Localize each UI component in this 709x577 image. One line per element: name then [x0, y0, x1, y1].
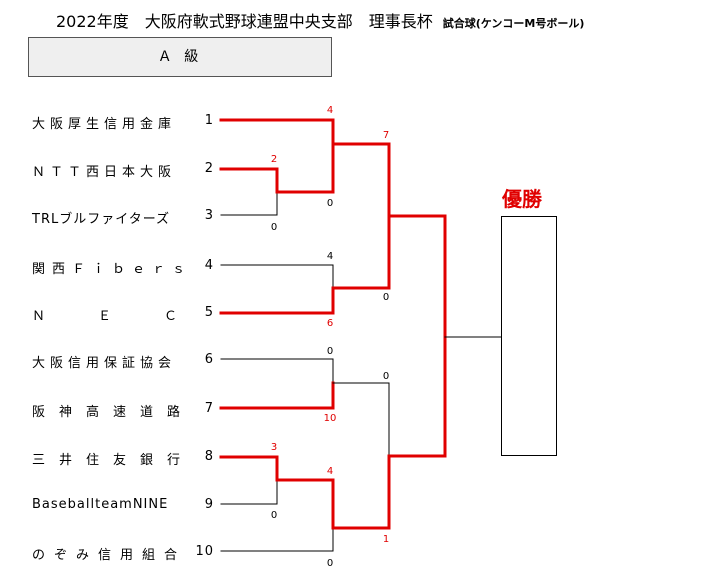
team-name: 大阪厚生信用金庫	[32, 117, 177, 132]
team-number: 8	[204, 449, 214, 464]
bracket-line-final-bot	[387, 335, 447, 458]
bracket-line-final-top	[387, 214, 447, 339]
title-subtitle: 試合球(ケンコーM号ボール)	[442, 17, 585, 30]
score: 0	[383, 371, 389, 382]
team-number: 9	[204, 497, 214, 512]
team-name: TRLブルファイターズ	[32, 212, 171, 227]
bracket-line-semi1-top	[331, 142, 391, 218]
bracket-line-team2	[219, 167, 279, 194]
bracket-line-semi2-top	[332, 382, 390, 457]
bracket-line-2-3-winner	[275, 142, 335, 194]
page-title: 2022年度 大阪府軟式野球連盟中央支部 理事長杯試合球(ケンコーM号ボール)	[56, 8, 584, 32]
score: 0	[271, 222, 277, 233]
bracket-line-team9	[220, 479, 278, 505]
team-name: 三井住友銀行	[32, 453, 195, 468]
bracket-line-team4	[220, 264, 334, 289]
score: 3	[271, 442, 277, 453]
score: 4	[327, 466, 333, 477]
score: 0	[327, 558, 333, 569]
champion-label: 優勝	[502, 187, 542, 211]
team-number: 3	[204, 208, 214, 223]
team-name: 関西Ｆｉｂｅｒｓ	[32, 262, 193, 277]
team-number: 5	[204, 305, 214, 320]
champion-box	[501, 216, 557, 456]
team-name: ＮＴＴ西日本大阪	[32, 165, 177, 180]
team-number: 4	[204, 258, 214, 273]
team-number: 2	[204, 161, 214, 176]
score: 4	[327, 105, 333, 116]
bracket-line-semi1-bot	[331, 214, 391, 290]
bracket-line-team8	[219, 455, 279, 482]
score: 0	[383, 292, 389, 303]
title-main: 2022年度 大阪府軟式野球連盟中央支部 理事長杯	[56, 12, 433, 31]
team-number: 7	[204, 401, 214, 416]
score: 0	[271, 510, 277, 521]
team-name: 阪神高速道路	[32, 405, 195, 420]
team-number: 6	[204, 352, 214, 367]
score: 4	[327, 251, 333, 262]
score: 10	[324, 413, 337, 424]
team-number: 10	[195, 544, 214, 559]
score: 6	[327, 318, 333, 329]
score: 7	[383, 130, 389, 141]
bracket-line-team10	[220, 527, 334, 552]
team-name: 大阪信用保証協会	[32, 356, 177, 371]
score: 0	[327, 198, 333, 209]
bracket-line-semi2-bot	[331, 454, 391, 530]
team-name: のぞみ信用組合	[32, 548, 187, 563]
score: 1	[383, 534, 389, 545]
score: 2	[271, 154, 277, 165]
bracket-line-team6	[220, 358, 334, 384]
bracket-line-team5	[219, 286, 335, 315]
score: 0	[327, 346, 333, 357]
bracket-line-team1	[219, 118, 335, 146]
team-number: 1	[204, 113, 214, 128]
bracket-line-8-9-winner	[275, 478, 335, 530]
bracket-line-team3	[220, 191, 278, 216]
team-name: Ｎ Ｅ Ｃ	[32, 309, 187, 324]
grade-label: Ａ 級	[28, 37, 332, 77]
bracket-line-team7	[219, 381, 335, 410]
team-name: BaseballteamNINE	[32, 497, 169, 512]
